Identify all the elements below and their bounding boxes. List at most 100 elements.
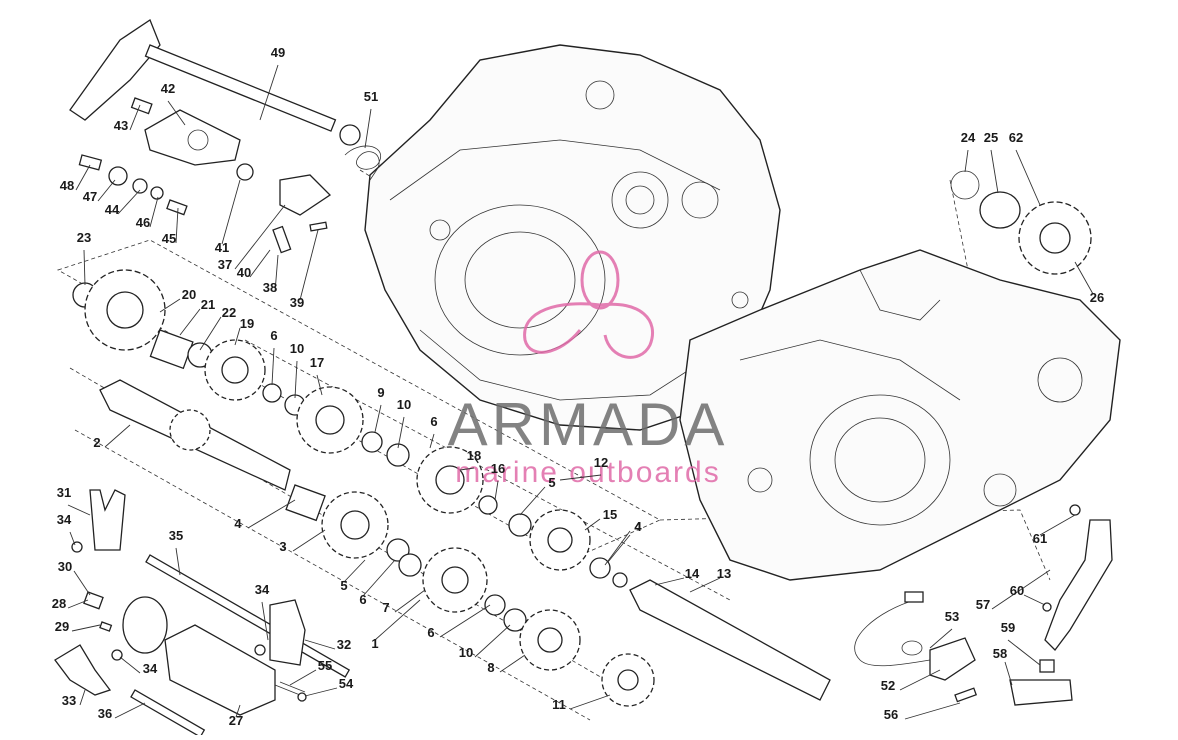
callout-leader-line (304, 639, 336, 650)
output-sprocket (950, 170, 1092, 275)
callout-leader-line (249, 249, 271, 278)
callout-leader-line (397, 416, 405, 449)
callout-leader-line (167, 100, 186, 126)
callout-leader-line (374, 404, 382, 433)
part-callout-label: 53 (945, 609, 959, 624)
part-callout-label: 46 (136, 215, 150, 230)
part-callout-label: 61 (1033, 531, 1047, 546)
callout-leader-line (299, 229, 319, 301)
part-callout-label: 30 (58, 559, 72, 574)
part-callout-label: 35 (169, 528, 183, 543)
shift-spring (344, 145, 381, 181)
callout-leader-line (271, 347, 275, 386)
callout-leader-line (1015, 149, 1041, 206)
callout-leader-line (149, 196, 159, 228)
callout-leader-line (1004, 661, 1013, 686)
callout-leader-line (559, 474, 602, 481)
part-callout-label: 39 (290, 295, 304, 310)
callout-leader-line (343, 559, 366, 583)
callout-leader-line (654, 577, 685, 586)
watermark-tagline-text: marine outboards (455, 456, 720, 489)
callout-leader-line (1039, 514, 1076, 536)
callout-leader-line (234, 204, 286, 270)
part-callout-label: 34 (255, 582, 270, 597)
part-callout-label: 6 (427, 625, 434, 640)
part-callout-label: 6 (359, 592, 366, 607)
callout-leader-line (990, 149, 999, 194)
part-callout-label: 62 (1009, 130, 1023, 145)
part-callout-label: 45 (162, 231, 176, 246)
callout-leader-line (175, 207, 179, 244)
part-callout-label: 38 (263, 280, 277, 295)
callout-leader-line (71, 624, 101, 632)
callout-leader-line (117, 189, 141, 215)
part-callout-label: 34 (57, 512, 72, 527)
callout-leader-line (584, 518, 601, 531)
part-callout-label: 11 (552, 697, 566, 712)
callout-leader-line (97, 179, 116, 202)
callout-leader-line (73, 570, 91, 596)
callout-leader-line (69, 531, 76, 546)
callout-leader-line (294, 360, 298, 399)
callout-leader-line (289, 669, 317, 686)
part-callout-label: 8 (487, 660, 494, 675)
callout-leader-line (1023, 594, 1046, 606)
callout-leader-line (569, 694, 611, 710)
part-callout-label: 41 (215, 240, 229, 255)
callout-leader-line (175, 547, 181, 576)
callout-leaders (67, 64, 1094, 720)
part-callout-label: 2 (93, 435, 100, 450)
callout-leader-line (259, 64, 279, 121)
output-shaft (612, 572, 831, 701)
callout-leader-line (964, 149, 969, 173)
part-callout-label: 60 (1010, 583, 1024, 598)
callout-leader-line (499, 654, 526, 673)
part-callout-label: 4 (234, 516, 242, 531)
part-callout-label: 7 (382, 600, 389, 615)
part-callout-label: 43 (114, 118, 128, 133)
part-callout-label: 42 (161, 81, 175, 96)
part-callout-label: 32 (337, 637, 351, 652)
callout-leader-line (304, 687, 338, 697)
callout-leader-line (119, 656, 141, 674)
mainshaft-gear-stack (285, 484, 655, 707)
callout-leader-line (67, 599, 89, 609)
part-callout-label: 56 (884, 707, 898, 722)
part-callout-label: 10 (459, 645, 473, 660)
callout-leader-line (234, 327, 241, 346)
callout-leader-line (67, 504, 91, 516)
part-callout-label: 16 (491, 461, 505, 476)
part-callout-label: 22 (222, 305, 236, 320)
part-callout-label: 33 (62, 693, 76, 708)
watermark-brand-text: ARMADA (448, 391, 729, 458)
part-callout-label: 34 (143, 661, 158, 676)
part-callout-label: 54 (339, 676, 354, 691)
watermark-logo-icon (523, 250, 654, 359)
part-callout-label: 21 (201, 297, 215, 312)
crankcase-left-half (364, 44, 781, 431)
part-callout-label: 17 (310, 355, 324, 370)
part-callout-label: 3 (279, 539, 286, 554)
callout-leader-line (362, 559, 396, 597)
callout-leader-line (607, 534, 631, 563)
part-callout-label: 44 (105, 202, 120, 217)
callout-leader-line (247, 499, 296, 529)
callout-leader-line (221, 179, 241, 245)
callout-labels: 4942435148474446454137403839232021221961… (52, 45, 1104, 728)
part-callout-label: 27 (229, 713, 243, 728)
callout-leader-line (199, 316, 222, 351)
part-callout-label: 31 (57, 485, 71, 500)
callout-leader-line (292, 529, 326, 552)
part-callout-label: 13 (717, 566, 731, 581)
part-callout-label: 4 (634, 519, 642, 534)
callout-leader-line (904, 702, 961, 720)
callout-leader-line (439, 604, 491, 638)
callout-leader-line (429, 433, 435, 449)
callout-leader-line (235, 704, 241, 718)
speed-sensor (854, 591, 978, 703)
watermark: ARMADA marine outboards (448, 250, 729, 489)
part-callout-label: 29 (55, 619, 69, 634)
callout-leader-line (519, 486, 546, 516)
countershaft-gear-stack (72, 269, 611, 579)
